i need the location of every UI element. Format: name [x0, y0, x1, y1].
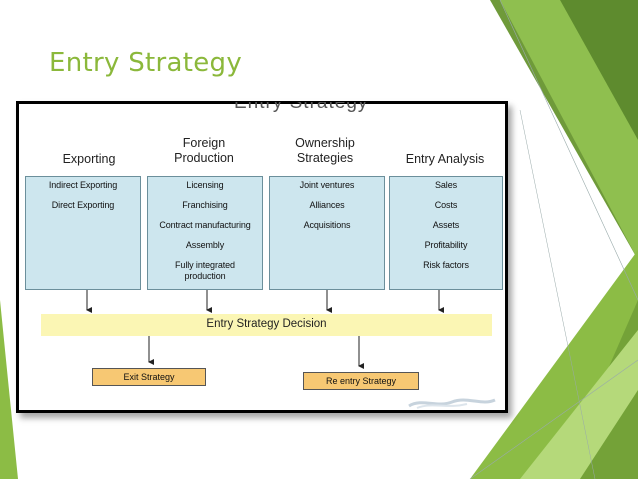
list-item: Indirect Exporting	[48, 180, 118, 190]
diagram-cut-heading: Entry Strategy	[234, 92, 369, 113]
list-item: Sales	[434, 180, 457, 190]
slide-title: Entry Strategy	[49, 48, 243, 78]
list-item: Assets	[432, 220, 460, 230]
decision-label: Entry Strategy Decision	[206, 318, 327, 330]
decision-bar: Entry Strategy Decision	[41, 314, 492, 336]
column-heading-exporting: Exporting	[62, 152, 116, 166]
exit-strategy-box: Exit Strategy	[92, 368, 206, 386]
faded-ornament-icon	[408, 398, 496, 409]
ownership-strategies-box: Joint ventures Alliances Acquisitions	[269, 176, 385, 290]
list-item: Fully integrated production	[175, 260, 235, 281]
list-item: Risk factors	[423, 260, 469, 270]
list-item: Costs	[434, 200, 458, 210]
list-item: Alliances	[309, 200, 345, 210]
reentry-strategy-box: Re entry Strategy	[303, 372, 419, 390]
list-item: Assembly	[185, 240, 225, 250]
list-item: Acquisitions	[303, 220, 351, 230]
foreign-production-box: Licensing Franchising Contract manufactu…	[147, 176, 263, 290]
column-heading-entry-analysis: Entry Analysis	[405, 152, 485, 166]
entry-analysis-box: Sales Costs Assets Profitability Risk fa…	[389, 176, 503, 290]
list-item: Licensing	[186, 180, 224, 190]
list-item: Direct Exporting	[51, 200, 115, 210]
list-item: Profitability	[424, 240, 468, 250]
exporting-box: Indirect Exporting Direct Exporting	[25, 176, 141, 290]
list-item: Franchising	[182, 200, 228, 210]
flow-arrows	[86, 290, 444, 369]
diagram-panel: Entry Strategy Exporting Foreign Product…	[16, 101, 508, 413]
list-item: Joint ventures	[299, 180, 355, 190]
column-heading-foreign-production: Foreign Production	[174, 136, 234, 165]
list-item: Contract manufacturing	[159, 220, 251, 230]
column-heading-ownership-strategies: Ownership Strategies	[295, 136, 355, 165]
